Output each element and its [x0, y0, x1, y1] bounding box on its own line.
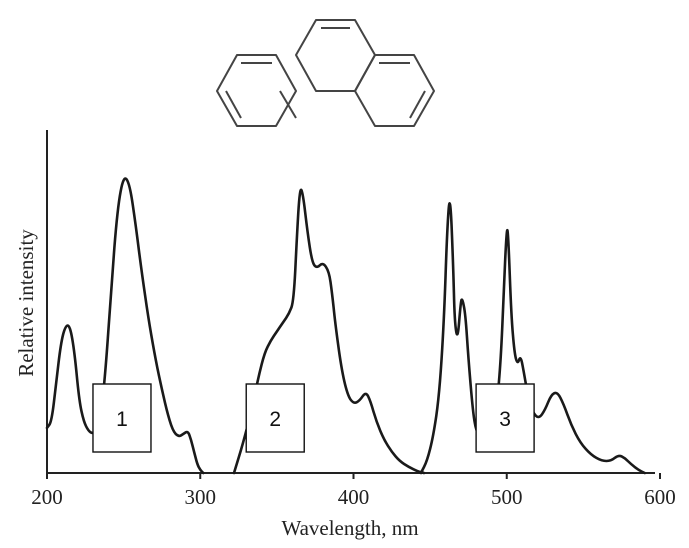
spectrum-box-labels: 1 2 3: [92, 383, 535, 453]
x-tick-label-400: 400: [338, 485, 370, 509]
x-tick-label-600: 600: [644, 485, 676, 509]
x-tick-label-300: 300: [185, 485, 217, 509]
x-axis-ticks: 200 300 400 500 600: [31, 473, 676, 509]
spectrum-curve-3: [419, 202, 646, 475]
series-box-3: [475, 383, 535, 453]
y-axis-title: Relative intensity: [14, 229, 38, 377]
series-box-label-1: 1: [116, 408, 128, 431]
spectrum-curve-1: [45, 177, 205, 475]
x-axis-title: Wavelength, nm: [281, 516, 418, 540]
spectrum-curve-2: [232, 188, 426, 475]
phenanthrene-structure-icon: [216, 19, 435, 127]
series-box-2: [245, 383, 305, 453]
series-box-label-3: 3: [499, 408, 511, 431]
x-tick-label-200: 200: [31, 485, 63, 509]
series-box-label-2: 2: [269, 408, 281, 431]
series-box-1: [92, 383, 152, 453]
x-tick-label-500: 500: [491, 485, 523, 509]
spectrum-series-layer: [45, 177, 646, 475]
